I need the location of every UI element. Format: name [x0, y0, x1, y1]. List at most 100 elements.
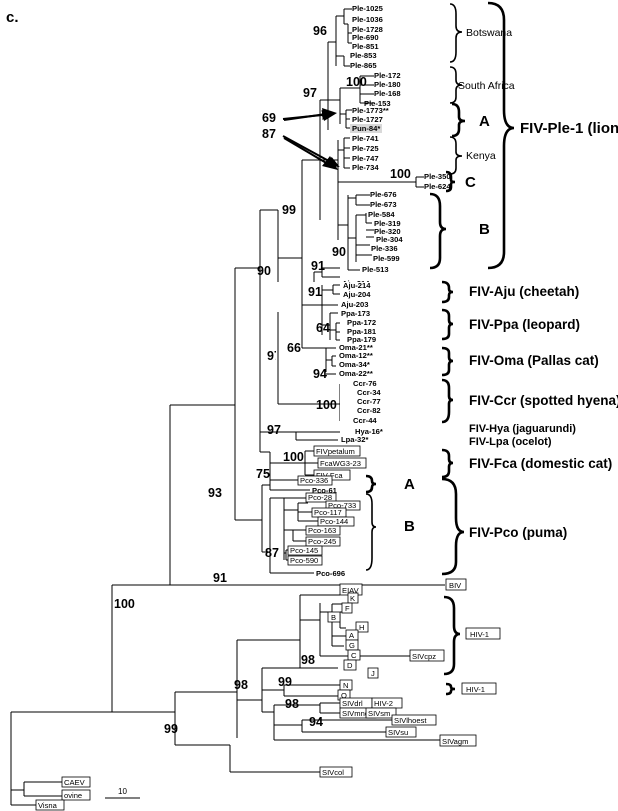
leaf-label: Pco-163: [308, 526, 336, 535]
leaf-label: Ppa-173: [341, 309, 370, 318]
leaf-label: FIVpetalum: [316, 447, 355, 456]
leaf-label: Ple-1728: [352, 25, 383, 34]
pco-subtype-a: A: [404, 476, 415, 493]
leaf-label: Ple-673: [370, 200, 397, 209]
clade-fiv-hya: FIV-Hya (jaguarundi): [469, 423, 576, 435]
bootstrap-label: 91: [213, 571, 227, 585]
leaf-label: Pco-28: [308, 493, 332, 502]
leaf-label: J: [371, 669, 375, 678]
leaf-label: Ple-741: [352, 134, 379, 143]
bootstrap-label: 100: [346, 75, 367, 89]
bootstrap-label: 97: [303, 86, 317, 100]
leaf-label: Pun-84*: [352, 124, 380, 133]
leaf-label: Ple-853: [350, 51, 377, 60]
leaf-label: SIVcol: [322, 768, 344, 777]
arrow-pointers: [283, 108, 338, 170]
leaf-label: N: [343, 681, 348, 690]
leaf-label: Aju-214: [343, 281, 371, 290]
leaf-label: SIVsm: [368, 709, 390, 718]
leaf-label: Ple-319: [374, 219, 401, 228]
leaf-label: Ple-1036: [352, 15, 383, 24]
leaf-label: Ple-336: [371, 244, 398, 253]
bootstrap-label: 90: [332, 245, 346, 259]
leaf-label: Pco-145: [290, 546, 318, 555]
region-south-africa: South Africa: [458, 80, 515, 92]
bootstrap-label: 97: [267, 423, 281, 437]
bootstrap-label: 98: [234, 678, 248, 692]
clade-hiv1-m: HIV-1: [470, 630, 489, 639]
bootstrap-label: 87: [265, 546, 279, 560]
bootstrap-label: 99: [282, 203, 296, 217]
leaf-label: HIV-2: [374, 699, 393, 708]
leaf-label: Ple-676: [370, 190, 397, 199]
leaf-label: SIVsu: [388, 728, 408, 737]
bootstrap-label: 94: [313, 367, 327, 381]
leaf-label: Ple-304: [376, 235, 403, 244]
leaf-label: SIVdrl: [342, 699, 363, 708]
leaf-label: Ple-734: [352, 163, 379, 172]
leaf-label: Ple-725: [352, 144, 379, 153]
leaf-label: CAEV: [64, 778, 86, 787]
leaf-label: Ple-172: [374, 71, 401, 80]
bootstrap-label: 93: [208, 486, 222, 500]
leaf-label: H: [359, 623, 364, 632]
leaf-label: Ple-584: [368, 210, 395, 219]
leaf-label: Ple-747: [352, 154, 379, 163]
bootstrap-label: 100: [390, 167, 411, 181]
leaf-label: Oma-34*: [339, 360, 370, 369]
leaf-label: ovine: [64, 791, 82, 800]
pco-subtype-b: B: [404, 518, 415, 535]
lower-bootstrap-values: 91 64 66 94 100 97 100 75 93 87 91 100 9…: [114, 285, 337, 736]
bootstrap-label: 66: [287, 341, 301, 355]
leaf-label: SIVcpz: [412, 652, 436, 661]
leaf-label: FIV-Fca: [316, 471, 343, 480]
leaf-label: Aju-204: [343, 290, 371, 299]
leaf-label: Ple-1773**: [352, 106, 389, 115]
leaf-label: FcaWG3-23: [320, 459, 361, 468]
leaf-label: Ple-1727: [352, 115, 383, 124]
clade-fiv-oma: FIV-Oma (Pallas cat): [469, 353, 599, 368]
clade-fiv-pco: FIV-Pco (puma): [469, 525, 567, 540]
leaf-label: Oma-22**: [339, 369, 373, 378]
subtype-b-lion: B: [479, 221, 490, 238]
leaf-label: Pco-117: [314, 508, 342, 517]
leaf-label: Oma-12**: [339, 351, 373, 360]
boxed-leaves: FIVpetalum FcaWG3-23 FIV-Fca Pco-336 Pco…: [35, 445, 477, 811]
clade-fiv-ple: FIV-Ple-1 (lion): [520, 120, 618, 137]
panel-label: c.: [6, 9, 19, 26]
leaf-label: Ccr-44: [353, 416, 377, 425]
leaf-label: Ple-350: [424, 172, 451, 181]
leaf-label: F: [345, 604, 350, 613]
leaf-label: Ple-168: [374, 89, 401, 98]
leaf-label: SIVagm: [442, 737, 468, 746]
bootstrap-label: 96: [313, 24, 327, 38]
bootstrap-label: 99: [164, 722, 178, 736]
region-kenya: Kenya: [466, 150, 496, 162]
leaf-label: Visna: [38, 801, 58, 810]
leaf-label: Ple-690: [352, 33, 379, 42]
bootstrap-label: 100: [283, 450, 304, 464]
bootstrap-label: 98: [301, 653, 315, 667]
leaf-label: Pco-245: [308, 537, 336, 546]
bootstrap-label: 94: [309, 715, 323, 729]
leaf-label: Ppa-172: [347, 318, 376, 327]
leaf-label: Ppa-181: [347, 327, 377, 336]
leaf-label: Ple-624: [424, 182, 451, 191]
leaf-label: O: [341, 691, 347, 700]
leaf-label: Pco-696: [316, 569, 345, 578]
subtype-c-lion: C: [465, 174, 476, 191]
leaf-label: Pco-144: [320, 517, 348, 526]
bootstrap-label: 87: [262, 127, 276, 141]
leaf-label: Ppa-179: [347, 335, 376, 344]
leaf-label: B: [331, 613, 336, 622]
leaf-label: K: [350, 594, 355, 603]
leaf-label: EIAV: [342, 586, 360, 595]
leaf-label: SIVmnd: [342, 709, 369, 718]
lower-leaf-labels: Aju-214 Aju-204 Aju-203 Ppa-173 Ppa-172 …: [339, 281, 400, 447]
bootstrap-label: 64: [316, 321, 330, 335]
clade-annotations: Botswana South Africa A Kenya C B FIV-Pl…: [365, 1, 618, 696]
leaf-label: C: [351, 651, 357, 660]
leaf-label: Ple-599: [373, 254, 400, 263]
bootstrap-label: 100: [316, 398, 337, 412]
